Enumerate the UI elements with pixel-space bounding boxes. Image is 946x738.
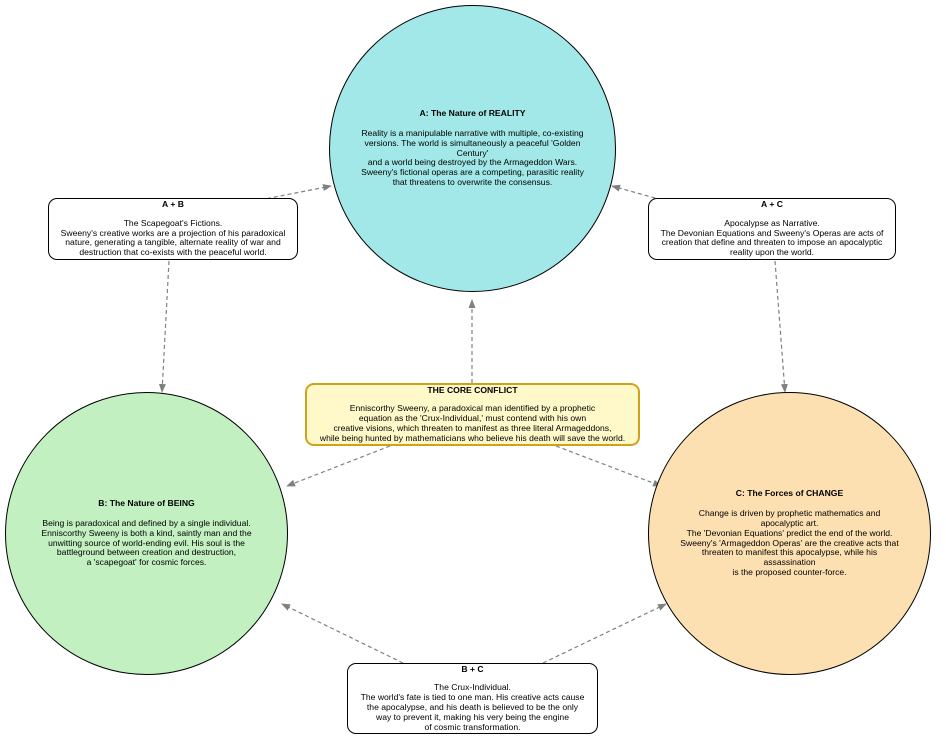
change-node: C: The Forces of CHANGE Change is driven…	[648, 392, 931, 675]
core-conflict-node: THE CORE CONFLICT Enniscorthy Sweeny, a …	[305, 383, 640, 446]
ac-node: A + C Apocalypse as Narrative. The Devon…	[648, 198, 896, 260]
change-description: Change is driven by prophetic mathematic…	[680, 508, 899, 577]
edge-core-to-change	[555, 445, 662, 487]
edge-ac-to-change	[774, 260, 788, 393]
edge-bc-to-change	[542, 603, 667, 664]
edge-bc-to-being	[281, 603, 404, 664]
edge-core-to-being	[286, 445, 391, 487]
ac-title: A + C	[761, 199, 783, 210]
core-conflict-description: Enniscorthy Sweeny, a paradoxical man id…	[319, 403, 626, 443]
reality-node: A: The Nature of REALITY Reality is a ma…	[329, 5, 616, 292]
being-description: Being is paradoxical and defined by a si…	[41, 517, 252, 568]
edge-ac-to-reality	[611, 184, 663, 201]
bc-title: B + C	[461, 663, 484, 674]
reality-title: A: The Nature of REALITY	[419, 108, 526, 119]
core-conflict-title: THE CORE CONFLICT	[427, 384, 518, 395]
edge-ab-to-reality	[259, 184, 332, 201]
ac-description: Apocalypse as Narrative. The Devonian Eq…	[660, 217, 884, 258]
ab-node: A + B The Scapegoat's Fictions. Sweeny's…	[48, 198, 298, 260]
being-node: B: The Nature of BEING Being is paradoxi…	[5, 392, 288, 675]
change-title: C: The Forces of CHANGE	[735, 488, 844, 499]
bc-node: B + C The Crux-Individual. The world's f…	[347, 663, 598, 734]
reality-description: Reality is a manipulable narrative with …	[361, 128, 584, 187]
edge-ab-to-being	[158, 260, 170, 393]
being-title: B: The Nature of BEING	[98, 498, 195, 509]
bc-description: The Crux-Individual. The world's fate is…	[360, 682, 585, 732]
ab-title: A + B	[162, 199, 184, 210]
ab-description: The Scapegoat's Fictions. Sweeny's creat…	[60, 217, 286, 258]
